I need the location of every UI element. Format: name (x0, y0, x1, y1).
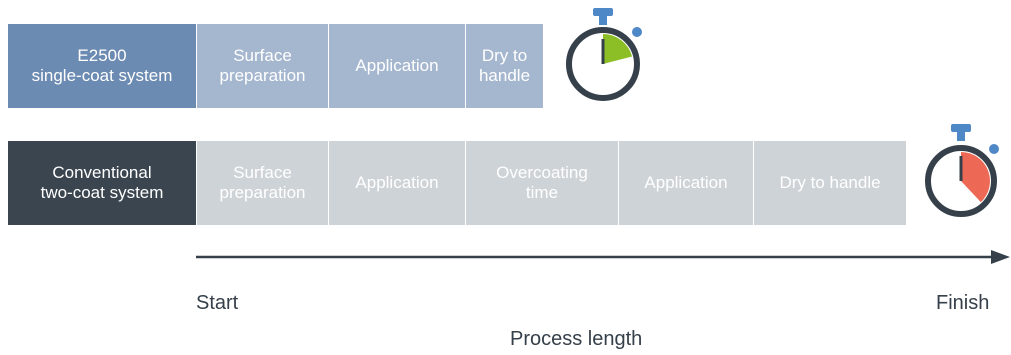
stopwatch-icon (925, 124, 999, 217)
process-length-arrow (196, 250, 1010, 264)
stopwatch-top-knob (951, 124, 971, 132)
conventional-system-label: Conventional two-coat system (8, 141, 196, 225)
conventional-step-overcoating-time: Overcoating time (466, 141, 618, 225)
stopwatch-elapsed-wedge (961, 152, 990, 203)
conventional-step-application-2: Application (619, 141, 753, 225)
conventional-step-surface-preparation: Surface preparation (197, 141, 328, 225)
stopwatch-side-button (989, 144, 999, 154)
axis-finish-label: Finish (936, 292, 990, 314)
single-coat-system-label: E2500 single-coat system (8, 24, 196, 108)
single-coat-step-dry-to-handle: Dry to handle (466, 24, 543, 108)
stopwatch-icon (566, 8, 642, 101)
conventional-step-application-1: Application (329, 141, 465, 225)
stopwatch-stem (957, 131, 965, 141)
axis-start-label: Start (196, 292, 239, 314)
stopwatch-top-knob (593, 8, 613, 16)
axis-title: Process length (510, 328, 643, 350)
single-coat-step-application: Application (329, 24, 465, 108)
stopwatch-stem (599, 15, 607, 25)
single-coat-step-surface-preparation: Surface preparation (197, 24, 328, 108)
stopwatch-elapsed-wedge (603, 34, 633, 64)
conventional-step-dry-to-handle: Dry to handle (754, 141, 906, 225)
arrow-right-icon (991, 250, 1010, 264)
stopwatch-side-button (632, 27, 642, 37)
